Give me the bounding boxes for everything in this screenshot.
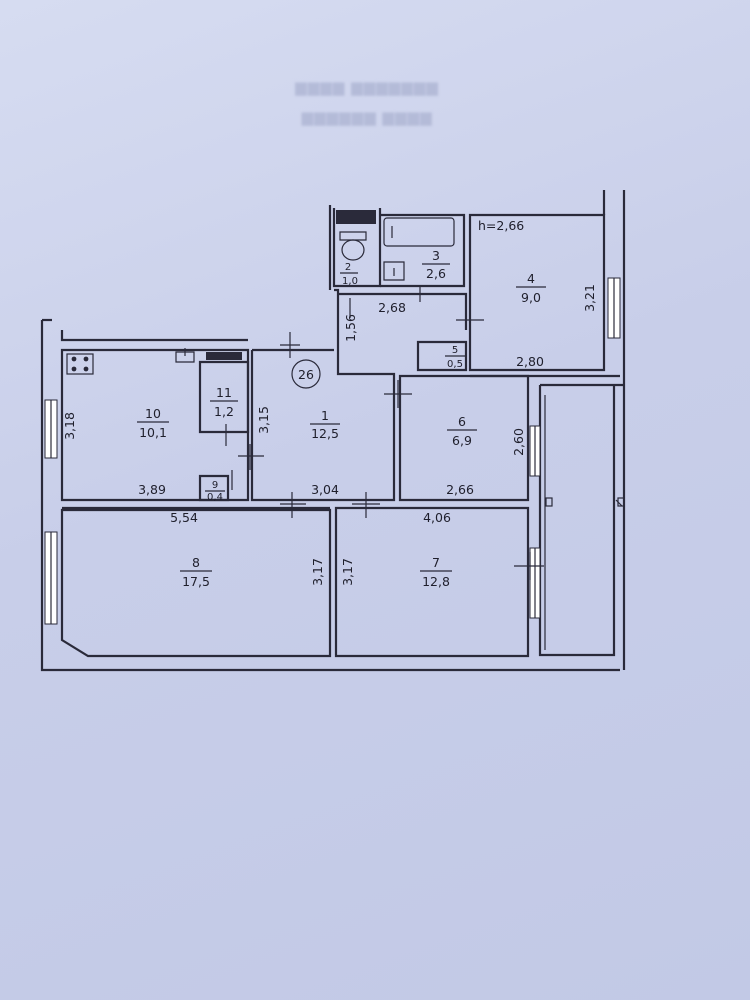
door-room-4 xyxy=(456,306,484,334)
vent-grille-icon xyxy=(336,210,376,224)
room-labels: 26 h=2,66 1 12,5 2 1,0 3 2,6 4 9,0 5 0,5… xyxy=(137,218,546,589)
room-11-outline xyxy=(198,360,250,434)
room-3-area: 2,6 xyxy=(426,266,446,281)
room-1-number: 1 xyxy=(321,408,329,423)
room-7-outline xyxy=(334,506,530,658)
room-11-number: 11 xyxy=(216,385,232,400)
room-7-area: 12,8 xyxy=(422,574,450,589)
door-entrance xyxy=(280,332,300,358)
room-9-number: 9 xyxy=(212,480,218,491)
outer-walls xyxy=(40,190,626,672)
dim-3-15: 3,15 xyxy=(256,406,271,434)
doors xyxy=(225,286,625,580)
room-walls xyxy=(60,205,620,658)
door-balcony xyxy=(514,552,544,580)
room-4-area: 9,0 xyxy=(521,290,541,305)
door-room-10 xyxy=(238,444,264,470)
door-room-8 xyxy=(280,492,306,518)
room-5-area: 0,5 xyxy=(447,359,463,370)
dim-3-04: 3,04 xyxy=(311,482,339,497)
dim-3-17-left: 3,17 xyxy=(310,558,325,586)
room-3-number: 3 xyxy=(432,248,440,263)
room-5-number: 5 xyxy=(452,345,458,356)
dim-2-60: 2,60 xyxy=(511,428,526,456)
door-room-7 xyxy=(352,492,380,518)
stove-icon xyxy=(66,353,94,375)
dimension-labels: 2,68 1,56 3,21 2,80 3,18 3,15 3,89 3,04 … xyxy=(62,284,597,586)
room-9-area: 0,4 xyxy=(207,492,223,503)
dim-4-06: 4,06 xyxy=(423,510,451,525)
room-8-number: 8 xyxy=(192,555,200,570)
room-5-outline xyxy=(416,340,468,372)
dim-3-17-right: 3,17 xyxy=(340,558,355,586)
dim-3-18: 3,18 xyxy=(62,412,77,440)
apartment-number: 26 xyxy=(298,367,314,382)
fixtures xyxy=(66,210,455,389)
dim-2-80: 2,80 xyxy=(516,354,544,369)
toilet-icon xyxy=(339,231,367,241)
radiator-icon xyxy=(206,352,242,360)
balcony xyxy=(538,385,616,657)
top-left-wall xyxy=(60,330,248,342)
room-1-area: 12,5 xyxy=(311,426,339,441)
dim-5-54: 5,54 xyxy=(170,510,198,525)
windows xyxy=(44,277,621,625)
room-8-area: 17,5 xyxy=(182,574,210,589)
apartment-number-circle xyxy=(291,359,321,389)
washbasin-icon xyxy=(383,261,405,281)
room-8-outline xyxy=(60,508,332,658)
dim-3-21: 3,21 xyxy=(582,284,597,312)
room-2-area: 1,0 xyxy=(342,276,358,287)
room-9-outline xyxy=(198,474,230,502)
room-7-number: 7 xyxy=(432,555,440,570)
room-11-area: 1,2 xyxy=(214,404,234,419)
room-2-number: 2 xyxy=(345,262,351,273)
dim-2-66: 2,66 xyxy=(446,482,474,497)
room-10-outline xyxy=(60,348,250,502)
bathtub-icon xyxy=(383,217,455,247)
outer-wall-left-bottom xyxy=(40,320,620,672)
room-2-outline xyxy=(332,208,382,288)
room-3-outline xyxy=(380,213,466,288)
room-6-number: 6 xyxy=(458,414,466,429)
room-6-area: 6,9 xyxy=(452,433,472,448)
ceiling-height-label: h=2,66 xyxy=(478,218,524,233)
dim-1-56: 1,56 xyxy=(343,314,358,342)
room-10-number: 10 xyxy=(145,406,161,421)
room-4-number: 4 xyxy=(527,271,535,286)
faded-header-stamp: ▆▆▆▆ ▆▆▆▆▆▆▆▆▆▆▆▆▆ ▆▆▆▆ xyxy=(295,78,439,126)
dim-3-89: 3,89 xyxy=(138,482,166,497)
room-10-area: 10,1 xyxy=(139,425,167,440)
door-room-6 xyxy=(384,380,412,408)
dim-2-68: 2,68 xyxy=(378,300,406,315)
room-1-outline xyxy=(250,288,396,502)
sink-icon xyxy=(175,348,195,363)
